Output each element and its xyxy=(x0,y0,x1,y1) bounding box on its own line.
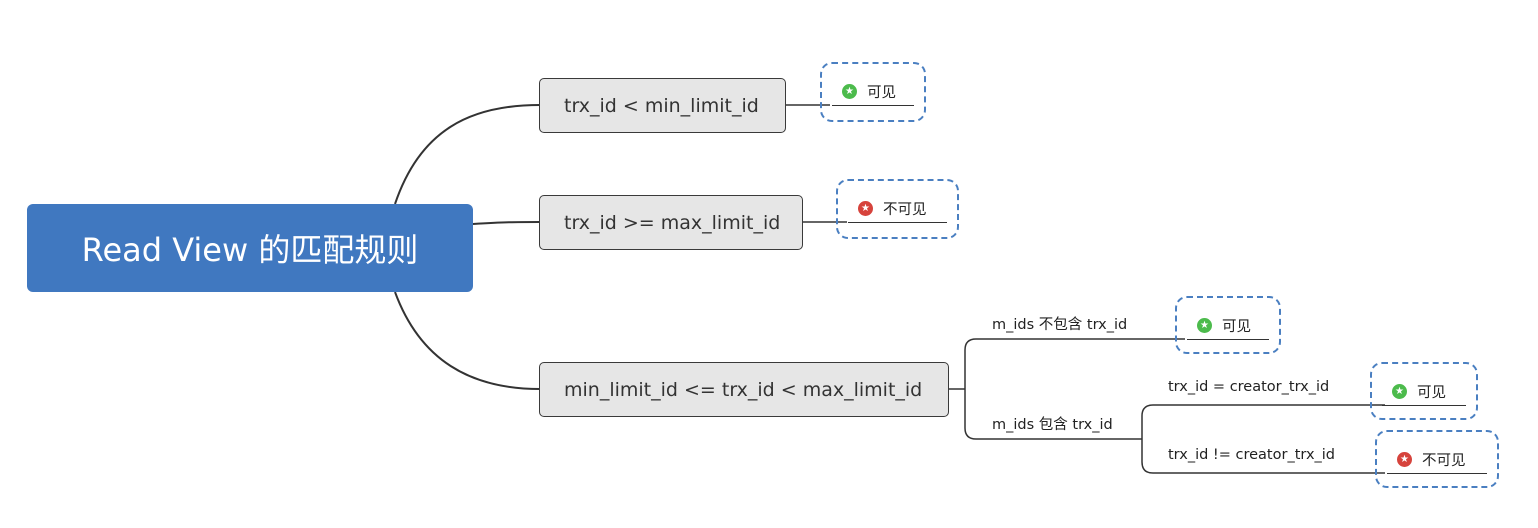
link-cond-2-sub-2 xyxy=(1141,439,1338,474)
result-visible-3[interactable]: ★ 可见 xyxy=(1370,362,1478,420)
subtopic-equal-creator-label: trx_id = creator_trx_id xyxy=(1168,379,1330,395)
link-branch-3-cond-1 xyxy=(964,338,1140,389)
link-cond-2-sub-1 xyxy=(1141,404,1338,439)
subtopic-mids-not-contains-label: m_ids 不包含 trx_id xyxy=(992,317,1128,333)
subtopic-mids-not-contains[interactable]: m_ids 不包含 trx_id xyxy=(992,313,1127,334)
root-topic-label: Read View 的匹配规则 xyxy=(81,231,419,269)
result-visible-2-label: 可见 xyxy=(1222,319,1251,335)
link-root-branch-3 xyxy=(394,291,541,390)
result-invisible-2[interactable]: ★ 不可见 xyxy=(1375,430,1499,488)
result-invisible-2-label: 不可见 xyxy=(1422,453,1466,469)
link-branch-3-cond-2 xyxy=(964,389,1140,440)
branch-topic-2[interactable]: trx_id >= max_limit_id xyxy=(539,195,803,250)
subtopic-mids-contains-label: m_ids 包含 trx_id xyxy=(992,417,1113,433)
subtopic-equal-creator[interactable]: trx_id = creator_trx_id xyxy=(1168,379,1329,395)
result-visible-2[interactable]: ★ 可见 xyxy=(1175,296,1281,354)
result-invisible-1[interactable]: ★ 不可见 xyxy=(836,179,959,239)
result-invisible-1-label: 不可见 xyxy=(883,202,927,218)
result-visible-1-label: 可见 xyxy=(867,85,896,101)
star-badge-icon: ★ xyxy=(858,201,873,216)
result-visible-3-label: 可见 xyxy=(1417,385,1446,401)
branch-topic-3[interactable]: min_limit_id <= trx_id < max_limit_id xyxy=(539,362,949,417)
link-root-branch-2 xyxy=(472,221,541,225)
subtopic-mids-contains[interactable]: m_ids 包含 trx_id xyxy=(992,413,1113,434)
branch-topic-2-label: trx_id >= max_limit_id xyxy=(564,211,781,234)
star-badge-icon: ★ xyxy=(1197,318,1212,333)
branch-topic-1-label: trx_id < min_limit_id xyxy=(564,94,759,117)
link-root-branch-1 xyxy=(394,104,541,205)
subtopic-not-equal-creator[interactable]: trx_id != creator_trx_id xyxy=(1168,447,1335,463)
root-topic[interactable]: Read View 的匹配规则 xyxy=(27,204,473,292)
star-badge-icon: ★ xyxy=(842,84,857,99)
branch-topic-3-label: min_limit_id <= trx_id < max_limit_id xyxy=(564,378,923,401)
subtopic-not-equal-creator-label: trx_id != creator_trx_id xyxy=(1168,447,1336,463)
branch-topic-1[interactable]: trx_id < min_limit_id xyxy=(539,78,786,133)
star-badge-icon: ★ xyxy=(1392,384,1407,399)
result-visible-1[interactable]: ★ 可见 xyxy=(820,62,926,122)
star-badge-icon: ★ xyxy=(1397,452,1412,467)
